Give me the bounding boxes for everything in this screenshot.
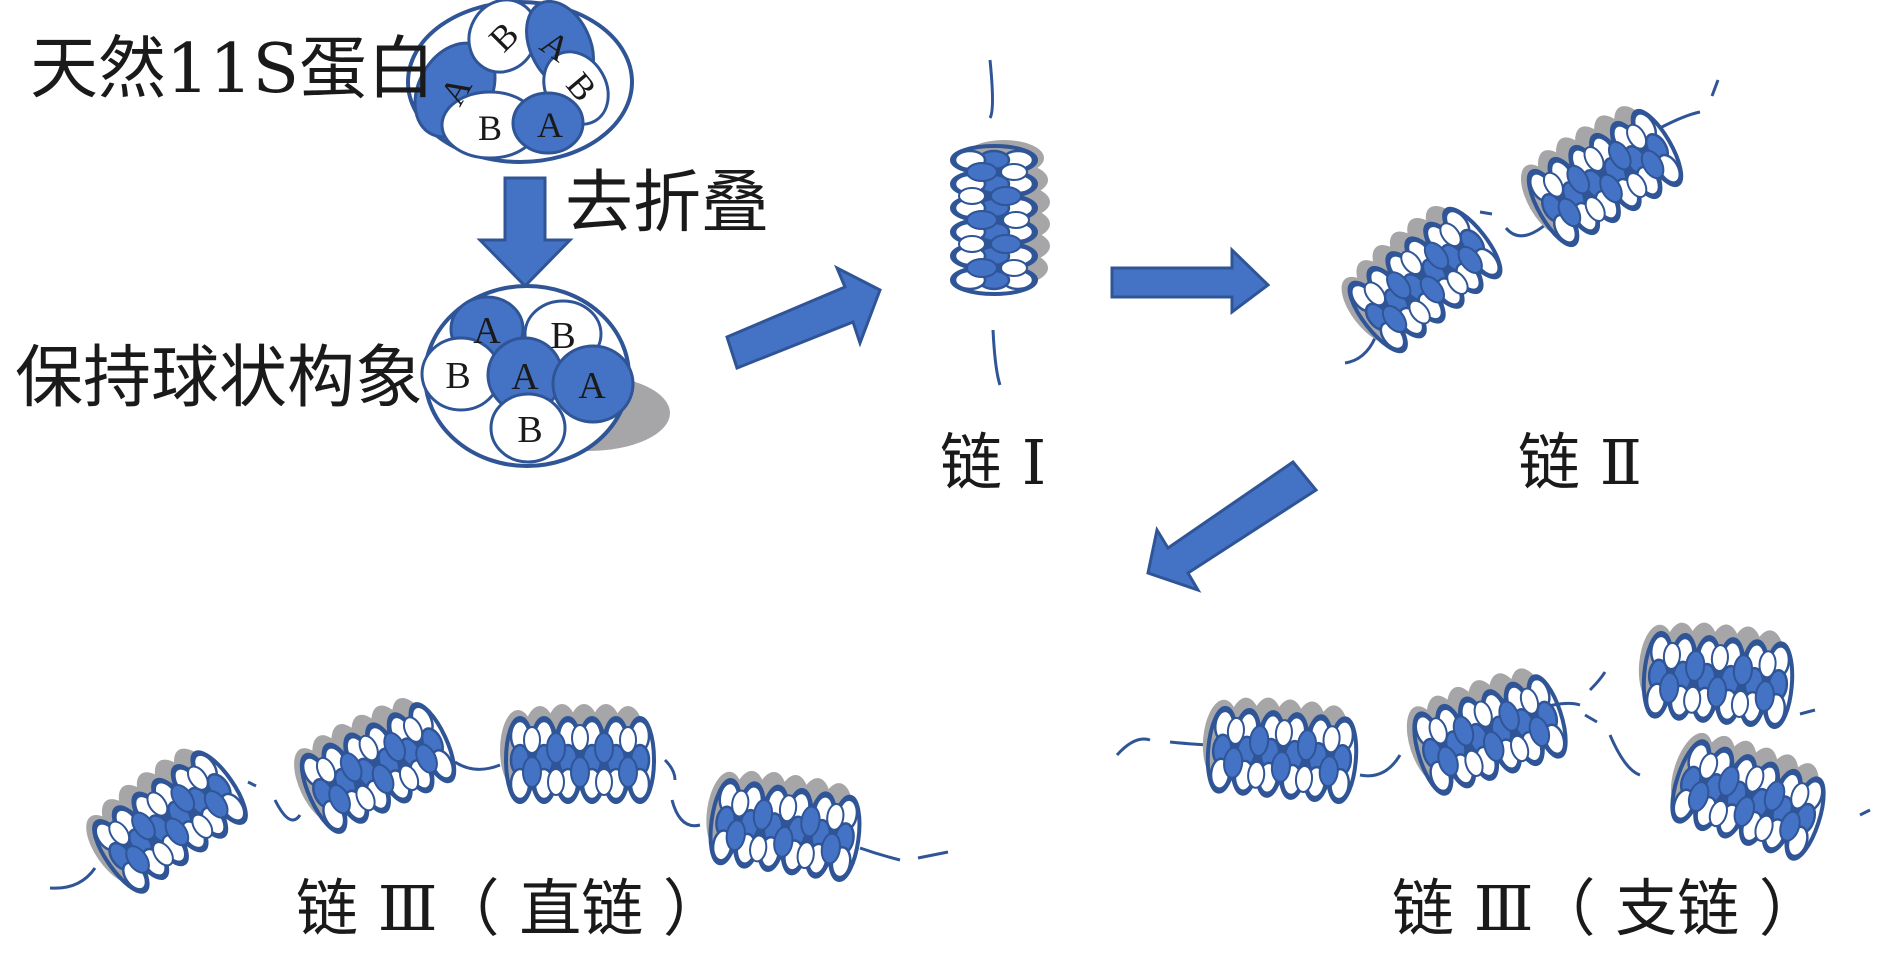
arrow-to-chain2 [1110, 246, 1271, 315]
chain3-branched-structure [1115, 617, 1871, 863]
subunit-a [551, 344, 635, 424]
chain3-straight-structure [49, 686, 949, 903]
native-protein-label: 天然11S蛋白 [30, 30, 436, 109]
native-11s-protein: A B A B A B [406, 0, 634, 164]
arrow-to-chain1 [725, 264, 882, 370]
subunit-a [511, 91, 585, 155]
native-subunits [413, 0, 610, 160]
peptide-tail [454, 760, 501, 771]
helix-coil [700, 763, 866, 881]
globular-label: 保持球状构象 [15, 339, 424, 418]
chain1-label: 链 Ⅰ [940, 426, 1047, 499]
subunit-label: B [517, 409, 542, 451]
subunit-b [489, 392, 567, 464]
peptide-tail [1504, 223, 1546, 238]
peptide-tail [988, 59, 994, 119]
peptide-tail [1608, 734, 1641, 777]
peptide-tail [1344, 337, 1377, 365]
helix-coil [1327, 190, 1509, 362]
peptide-tail [859, 846, 901, 862]
unfold-label: 去折叠 [565, 164, 770, 243]
arrow-to-chain3 [1146, 459, 1319, 593]
subunit-label: A [537, 105, 563, 145]
helix-coil [1635, 617, 1797, 728]
peptide-tail [1359, 754, 1402, 778]
unfold-arrow [476, 176, 574, 289]
helix-coil [952, 140, 1050, 294]
chain3-branched-label: 链 Ⅲ（ 支链 ） [1392, 872, 1821, 945]
chain3-straight-label: 链 Ⅲ（ 直链 ） [296, 872, 725, 945]
peptide-tail [1659, 110, 1701, 130]
helix-coil [1397, 659, 1574, 800]
subunit-label: A [511, 356, 539, 398]
subunit-label: B [478, 108, 502, 148]
helix-coil [1659, 722, 1836, 863]
helix-coil [282, 686, 463, 840]
helix-coil [500, 704, 654, 802]
peptide-tail [1115, 737, 1151, 757]
peptide-tail [670, 799, 701, 828]
helix-coil [1199, 692, 1361, 803]
chain2-structure [1327, 79, 1720, 365]
peptide-tail [273, 799, 302, 822]
peptide-tail [49, 867, 97, 890]
subunit-label: A [473, 310, 501, 352]
subunit-label: B [445, 355, 470, 397]
globular-protein: A B B A A B [420, 284, 670, 468]
chain2-label: 链 Ⅱ [1518, 426, 1642, 499]
chain1-structure [952, 59, 1050, 386]
subunit-label: B [550, 315, 575, 357]
subunit-label: A [578, 365, 606, 407]
peptide-tail [991, 329, 1002, 386]
helix-coil [72, 734, 254, 903]
